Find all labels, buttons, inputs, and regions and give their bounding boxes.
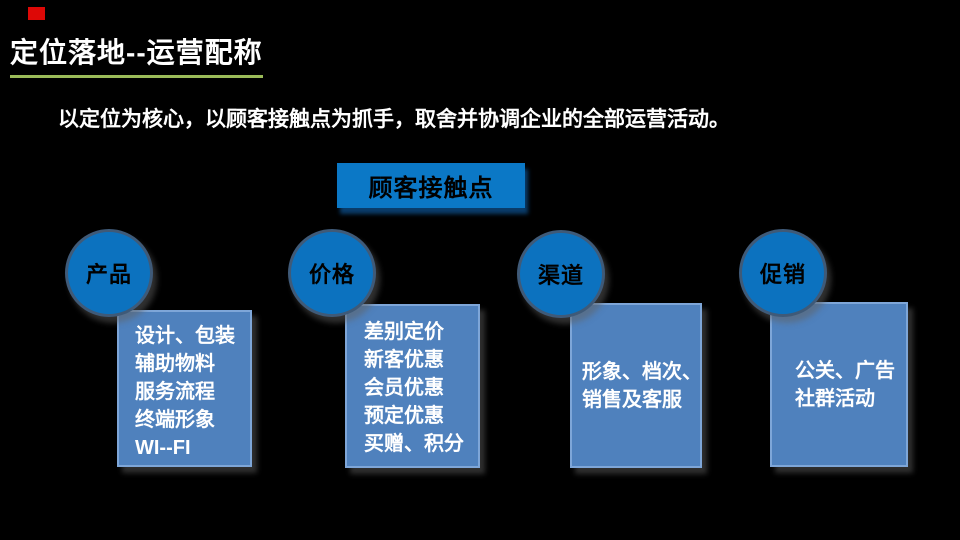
- box-line: 社群活动: [795, 387, 875, 410]
- box-line: 公关、广告: [795, 359, 895, 382]
- box-line: 会员优惠: [364, 377, 444, 399]
- circle-product: 产品: [65, 229, 153, 317]
- box-line: 新客优惠: [364, 349, 444, 371]
- box-line: 设计、包装: [135, 324, 235, 347]
- circle-price: 价格: [288, 229, 376, 317]
- box-line: 服务流程: [135, 380, 215, 403]
- box-line: 终端形象: [135, 408, 215, 431]
- box-line: 销售及客服: [582, 388, 682, 411]
- touchpoint-header-label: 顾客接触点: [368, 175, 494, 202]
- box-line: 预定优惠: [364, 405, 444, 427]
- title-underline: [10, 75, 263, 78]
- subtitle-text: 以定位为核心，以顾客接触点为抓手，取舍并协调企业的全部运营活动。: [58, 108, 730, 131]
- red-accent-bar: [28, 7, 45, 20]
- box-line: 差别定价: [364, 321, 444, 343]
- box-line: 形象、档次、: [582, 360, 702, 383]
- page-title: 定位落地--运营配称: [10, 37, 263, 68]
- touchpoint-header-box: 顾客接触点: [337, 163, 525, 208]
- channel-detail-box: 形象、档次、 销售及客服: [570, 303, 702, 468]
- product-detail-box: 设计、包装 辅助物料 服务流程 终端形象 WI--FI: [117, 310, 252, 467]
- price-detail-box: 差别定价 新客优惠 会员优惠 预定优惠 买赠、积分: [345, 304, 480, 468]
- circle-channel: 渠道: [517, 230, 605, 318]
- promotion-detail-box: 公关、广告 社群活动: [770, 302, 908, 467]
- box-line: 买赠、积分: [364, 433, 464, 455]
- box-line: WI--FI: [135, 436, 191, 459]
- box-line: 辅助物料: [135, 352, 215, 375]
- circle-promotion: 促销: [739, 229, 827, 317]
